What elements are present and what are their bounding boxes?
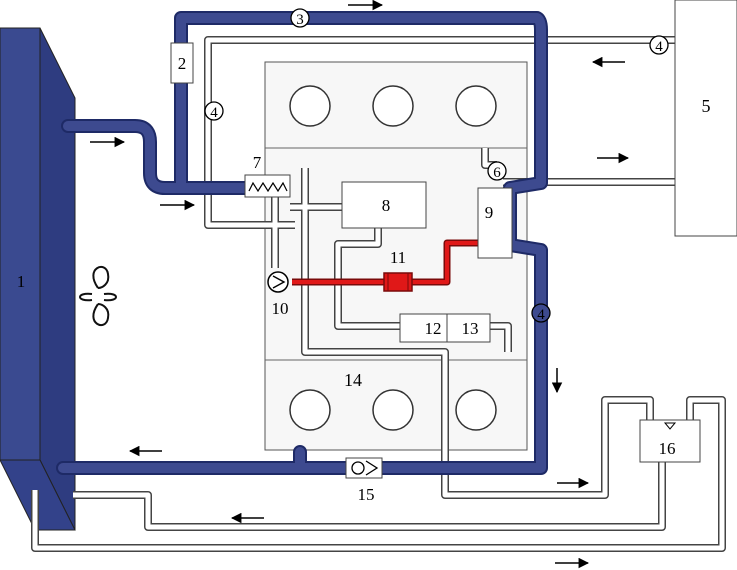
label-4-top: 4	[655, 39, 663, 55]
pump-10	[267, 271, 289, 293]
label-radiator: 1	[17, 272, 26, 291]
heater-5	[674, 0, 737, 237]
fan-icon	[79, 266, 117, 326]
spring-icon	[248, 181, 288, 193]
float-valve-icon	[663, 422, 677, 430]
label-13: 13	[462, 319, 479, 338]
label-5: 5	[702, 96, 711, 116]
label-11: 11	[390, 248, 406, 267]
cylinder-row-top	[289, 85, 497, 127]
component-12-13	[399, 313, 491, 343]
label-3: 3	[296, 12, 304, 28]
labels: 1 2 3 4 4 4 5 6 7 8 9 10 11 12 13 14 15 …	[17, 12, 711, 504]
label-4-right: 4	[537, 307, 545, 323]
pump-icon	[267, 271, 289, 293]
label-9: 9	[485, 203, 494, 222]
flow-arrow-icons	[90, 0, 630, 569]
tank-16	[639, 419, 701, 463]
label-16: 16	[659, 439, 676, 458]
label-15: 15	[358, 485, 375, 504]
label-4-left: 4	[210, 105, 218, 121]
component-9	[477, 187, 513, 259]
cylinder-row-bottom	[289, 389, 497, 431]
thermostat-7	[244, 174, 291, 198]
component-8	[341, 181, 427, 229]
label-8: 8	[382, 196, 391, 215]
check-valve-icon	[351, 461, 365, 475]
coolant-pipes	[56, 11, 548, 475]
radiator	[0, 27, 76, 531]
check-valve-15	[345, 457, 383, 479]
label-2: 2	[178, 54, 187, 73]
label-14: 14	[344, 370, 362, 390]
component-2	[170, 42, 194, 84]
label-7: 7	[253, 153, 262, 172]
bleed-lines	[31, 36, 726, 552]
label-6: 6	[493, 165, 501, 181]
valve-11	[383, 272, 413, 292]
label-10: 10	[272, 299, 289, 318]
label-circles	[204, 8, 669, 323]
label-12: 12	[425, 319, 442, 338]
